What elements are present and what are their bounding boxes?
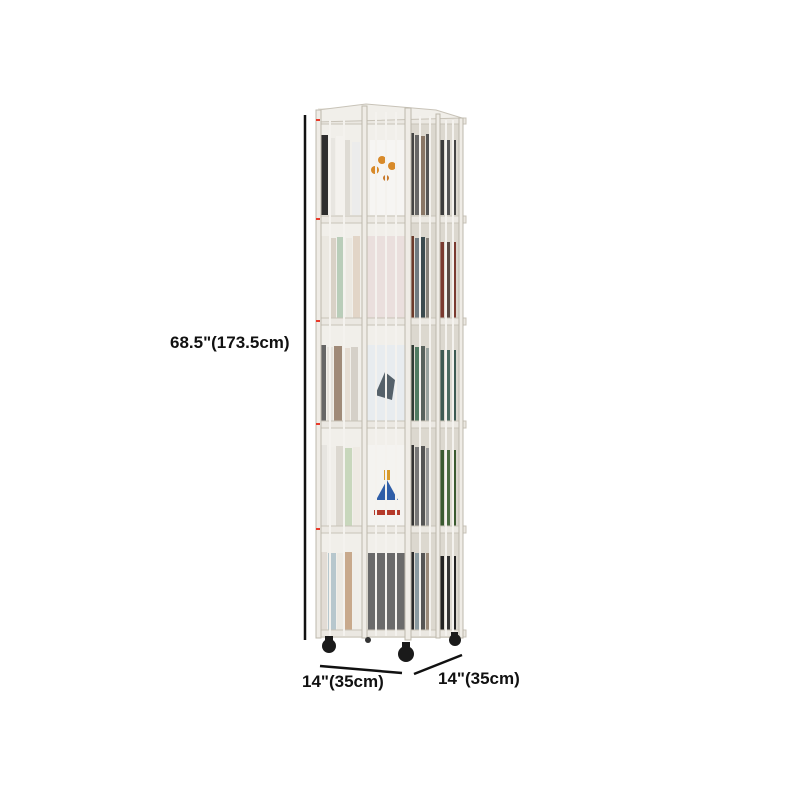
width-dimension-label: 14"(35cm) xyxy=(302,672,384,691)
height-dimension-label: 68.5"(173.5cm) xyxy=(170,333,290,352)
depth-dimension-label: 14"(35cm) xyxy=(438,669,520,688)
casters xyxy=(322,632,461,662)
depth-dimension-line xyxy=(413,653,463,676)
width-dimension-line xyxy=(319,664,403,675)
bookshelf-frame xyxy=(315,103,467,641)
